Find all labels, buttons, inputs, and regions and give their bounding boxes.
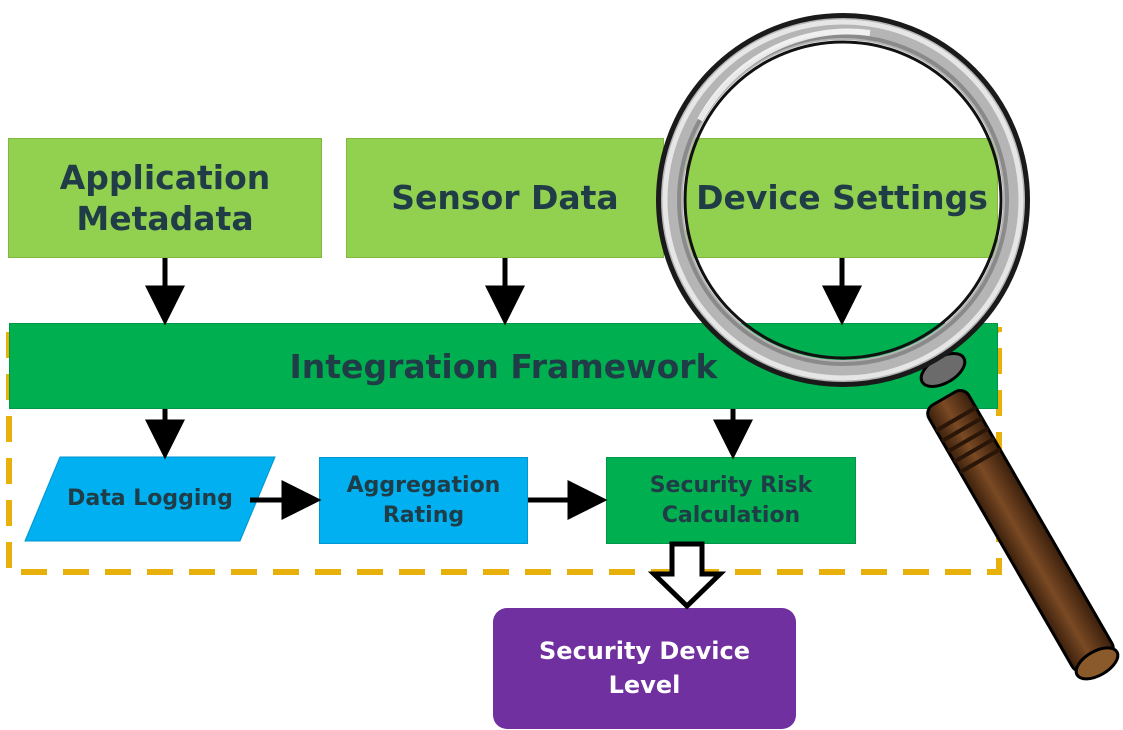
security-risk-calculation-box: Security Risk Calculation [606,457,856,544]
magnifying-glass-icon [656,13,1120,681]
data-logging-label: Data Logging [67,486,233,512]
application-metadata-box: Application Metadata [8,138,322,258]
data-logging-shape [24,456,276,542]
sensor-data-box: Sensor Data [346,138,664,258]
data-logging-box: Data Logging [60,457,240,541]
security-device-level-label: Security Device Level [539,636,750,699]
sensor-data-label: Sensor Data [391,178,619,218]
device-settings-label: Device Settings [696,178,988,218]
security-risk-calculation-label: Security Risk Calculation [649,472,813,528]
device-settings-box: Device Settings [686,138,998,258]
integration-framework-label: Integration Framework [289,346,718,386]
application-metadata-label: Application Metadata [59,157,271,238]
arrow-risk-to-device-level [647,541,727,610]
security-device-level-box: Security Device Level [493,608,796,729]
aggregation-rating-label: Aggregation Rating [346,472,501,528]
aggregation-rating-box: Aggregation Rating [319,457,528,544]
